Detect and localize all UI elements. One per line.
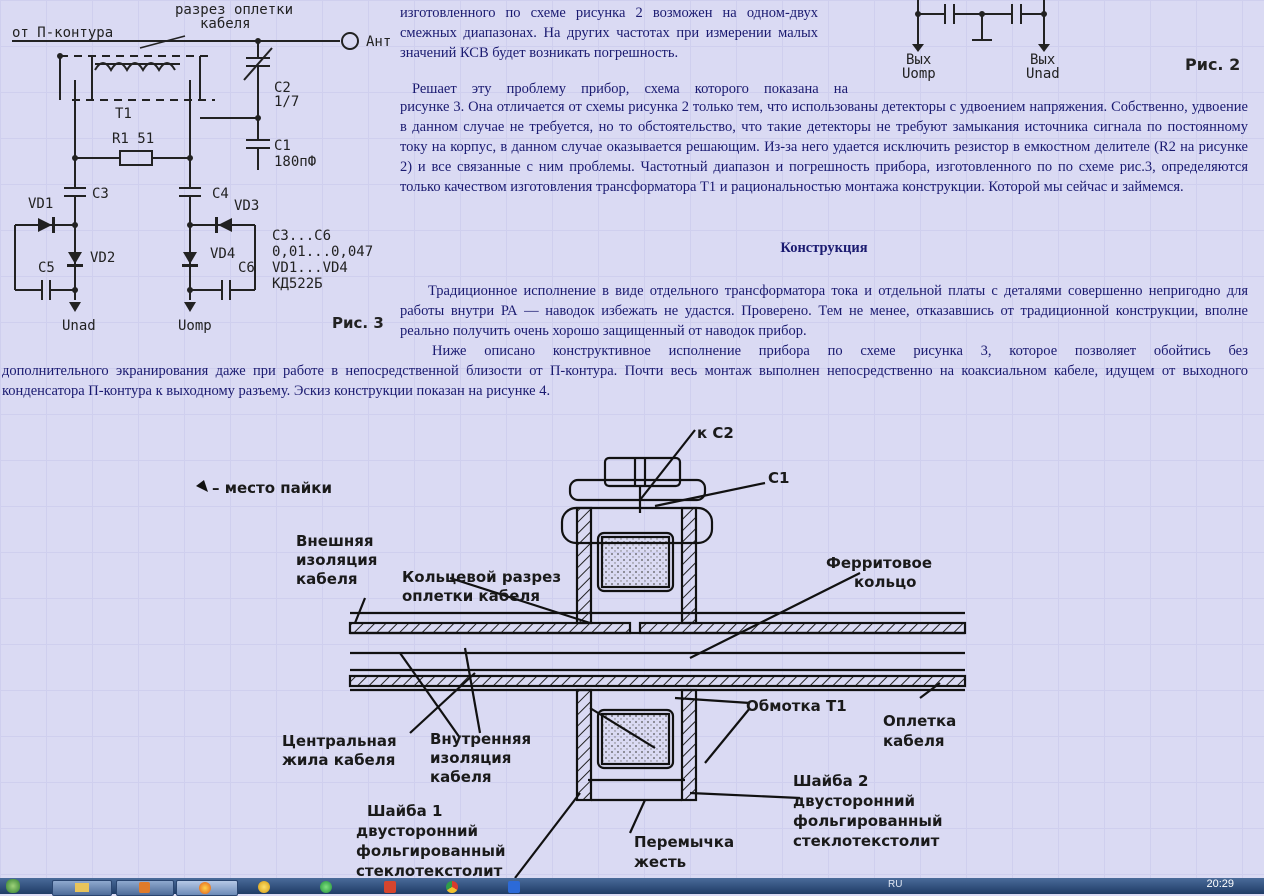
fig4-c1-label: C1 <box>768 469 789 487</box>
fig3-uomp-label: Uomp <box>178 318 212 334</box>
fig3-vd1-label: VD1 <box>28 196 53 212</box>
fig4-inner-ins-2: изоляция <box>430 749 511 767</box>
fig4-center-2: жила кабеля <box>282 751 395 769</box>
fig4-washer2-4: стеклотекстолит <box>793 832 940 850</box>
fig3-c5-label: C5 <box>38 260 55 276</box>
fig3-ant-label: Ант <box>366 34 391 50</box>
fig4-washer2-2: двусторонний <box>793 792 915 810</box>
fig2-caption: Рис. 2 <box>1185 55 1240 74</box>
paragraph-traditional: Традиционное исполнение в виде отдельног… <box>400 283 1248 339</box>
fig3-c2-label: C2 <box>274 80 291 96</box>
taskbar-button-media[interactable] <box>116 880 174 896</box>
messenger-icon[interactable] <box>258 881 270 893</box>
fig4-solder-label: – место пайки <box>212 479 332 497</box>
media-player-icon <box>139 882 150 893</box>
language-indicator[interactable]: RU <box>888 879 903 890</box>
figure-3-schematic: от П-контура разрез оплетки кабеля Ант T… <box>12 2 391 334</box>
fig4-ferrite-2: кольцо <box>854 573 916 591</box>
start-button-icon[interactable] <box>6 879 20 893</box>
fig2-out-right-label: Вых <box>1030 52 1055 68</box>
fig4-outer-insulation-3: кабеля <box>296 570 358 588</box>
folder-icon <box>75 883 89 892</box>
fig4-washer2-1: Шайба 2 <box>793 772 868 790</box>
fig3-c3-label: C3 <box>92 186 109 202</box>
fig4-braid-2: кабеля <box>883 732 945 750</box>
fig4-jumper-2: жесть <box>634 853 686 871</box>
fig3-caption: Рис. 3 <box>332 314 384 332</box>
fig4-washer1-4: стеклотекстолит <box>356 862 503 880</box>
document-viewer-icon[interactable] <box>384 881 396 893</box>
figure-2-fragment: Вых Uomp Вых Unad Рис. 2 <box>902 0 1240 82</box>
paragraph-intro: изготовленного по схеме рисунка 2 возмож… <box>400 5 818 61</box>
fig2-out-left-label: Вых <box>906 52 931 68</box>
section-heading: Конструкция <box>780 240 868 256</box>
fig4-ring-cut-2: оплетки кабеля <box>402 587 540 605</box>
fig3-note-cval: 0,01...0,047 <box>272 244 373 260</box>
browser-icon <box>199 882 211 894</box>
fig3-t1-label: T1 <box>115 106 132 122</box>
fig4-ring-cut-1: Кольцевой разрез <box>402 568 561 586</box>
page-background <box>0 0 1264 878</box>
fig4-center-1: Центральная <box>282 732 397 750</box>
fig3-cut-label-2: кабеля <box>200 16 251 32</box>
fig4-inner-ins-3: кабеля <box>430 768 492 786</box>
fig4-braid-1: Оплетка <box>883 712 956 730</box>
paragraph-solve: рисунке 3. Она отличается от схемы рисун… <box>400 99 1248 195</box>
fig3-note-type: КД522Б <box>272 276 323 292</box>
figure-4-construction: к C2 C1 – место пайки Внешняя изоляция к… <box>196 424 967 880</box>
fig3-vd3-label: VD3 <box>234 198 259 214</box>
paragraph-below: дополнительного экранирования даже при р… <box>2 363 1248 399</box>
paragraph-solve-first-line: Решает эту проблему прибор, схема которо… <box>412 81 848 97</box>
taskbar: RU 20:29 <box>0 878 1264 896</box>
fig3-vd4-label: VD4 <box>210 246 235 262</box>
clock[interactable]: 20:29 <box>1206 878 1234 890</box>
fig4-washer1-2: двусторонний <box>356 822 478 840</box>
chat-icon[interactable] <box>320 881 332 893</box>
fig4-to-c2-label: к C2 <box>697 424 734 442</box>
fig3-note-c: C3...C6 <box>272 228 331 244</box>
fig4-outer-insulation-1: Внешняя <box>296 532 374 550</box>
fig3-c1-label: C1 <box>274 138 291 154</box>
fig3-c1-value: 180пФ <box>274 154 316 170</box>
fig3-note-vd: VD1...VD4 <box>272 260 348 276</box>
fig4-jumper-1: Перемычка <box>634 833 734 851</box>
fig3-c2-value: 1/7 <box>274 94 299 110</box>
fig4-outer-insulation-2: изоляция <box>296 551 377 569</box>
fig3-c4-label: C4 <box>212 186 229 202</box>
fig3-vd2-label: VD2 <box>90 250 115 266</box>
paragraph-below-first-line: Ниже описано конструктивное исполнение п… <box>432 343 1248 359</box>
chrome-icon[interactable] <box>446 881 458 893</box>
taskbar-button-folder[interactable] <box>52 880 112 896</box>
fig4-washer2-3: фольгированный <box>793 812 942 830</box>
fig3-from-pi-label: от П-контура <box>12 25 113 41</box>
fig2-out-right-sub: Unad <box>1026 66 1060 82</box>
fig3-r1-label: R1 51 <box>112 131 154 147</box>
fig4-ferrite-1: Ферритовое <box>826 554 932 572</box>
fig2-out-left-sub: Uomp <box>902 66 936 82</box>
taskbar-button-browser[interactable] <box>176 880 238 896</box>
fig4-washer1-3: фольгированный <box>356 842 505 860</box>
app-icon[interactable] <box>508 881 520 893</box>
fig3-c6-label: C6 <box>238 260 255 276</box>
fig3-unad-label: Unad <box>62 318 96 334</box>
fig4-washer1-1: Шайба 1 <box>367 802 442 820</box>
fig4-inner-ins-1: Внутренняя <box>430 730 531 748</box>
fig3-cut-label: разрез оплетки <box>175 2 293 18</box>
fig4-winding-label: Обмотка T1 <box>746 697 847 715</box>
